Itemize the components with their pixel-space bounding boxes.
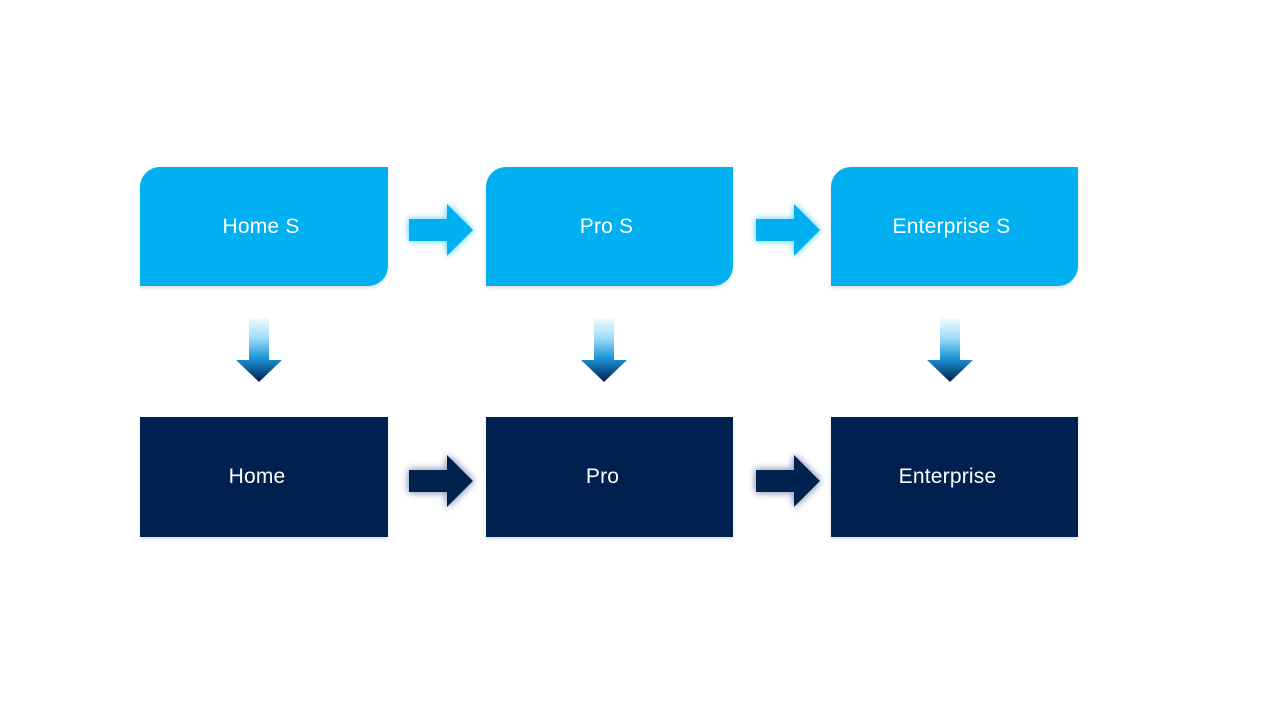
node-pro-s: Pro S [486, 167, 733, 286]
node-home-s: Home S [140, 167, 388, 286]
node-enterprise-s: Enterprise S [831, 167, 1078, 286]
node-pro: Pro [486, 417, 733, 537]
arrow-down-icon-pro-s-to-pro [581, 318, 627, 382]
node-home: Home [140, 417, 388, 537]
arrow-right-icon-pro-to-enterprise [756, 455, 820, 507]
arrow-down-icon-enterprise-s-to-enterprise [927, 318, 973, 382]
node-label: Home [228, 465, 286, 488]
arrow-down-icon-home-s-to-home [236, 318, 282, 382]
node-label: Home S [222, 214, 300, 238]
arrow-right-icon-home-s-to-pro-s [409, 204, 473, 256]
node-label: Pro [585, 465, 620, 488]
arrow-right-icon-pro-s-to-enterprise-s [756, 204, 820, 256]
node-enterprise: Enterprise [831, 417, 1078, 537]
arrow-right-icon-home-to-pro [409, 455, 473, 507]
node-label: Pro S [579, 214, 634, 238]
node-label: Enterprise S [892, 214, 1011, 238]
node-label: Enterprise [898, 465, 997, 488]
